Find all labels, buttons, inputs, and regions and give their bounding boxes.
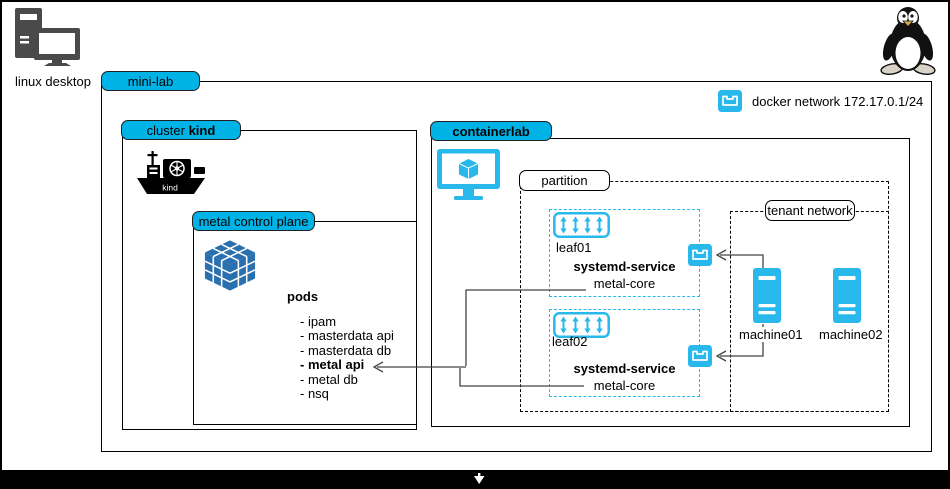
pods-list: - ipam - masterdata api - masterdata db … [300, 314, 394, 402]
containerlab-box [431, 138, 910, 427]
pod-item: - nsq [300, 386, 329, 402]
pod-item: - metal db [300, 371, 358, 387]
cube-icon [203, 239, 257, 292]
pod-item: - masterdata db [300, 342, 392, 358]
metal-control-plane-label: metal control plane [192, 211, 315, 231]
leaf01-name: leaf01 [556, 240, 592, 255]
tenant-network-label: tenant network [765, 200, 855, 221]
desktop-computer-icon [14, 8, 80, 66]
monitor-cube-icon [437, 149, 500, 200]
switch-icon [553, 212, 610, 238]
docker-network-icon [718, 90, 742, 112]
expand-arrow-glyph[interactable] [471, 472, 487, 486]
leaf01-service-name: metal-core [593, 276, 656, 291]
partition-label: partition [519, 170, 610, 191]
containerlab-label: containerlab [430, 121, 552, 141]
linux-desktop-label: linux desktop [15, 74, 91, 89]
kind-ship-icon [137, 147, 207, 197]
pod-item: - masterdata api [300, 328, 394, 344]
leaf02-service-title: systemd-service [573, 361, 676, 376]
cluster-label-prefix: cluster [146, 122, 189, 138]
leaf01-service-title: systemd-service [573, 259, 676, 274]
server-icon [753, 268, 781, 323]
mini-lab-box [101, 81, 932, 452]
leaf02-name: leaf02 [552, 334, 588, 349]
mini-lab-label: mini-lab [101, 71, 200, 91]
tux-penguin-icon [878, 5, 938, 75]
machine02-label: machine02 [817, 327, 883, 342]
machine01-label: machine01 [737, 327, 803, 342]
cluster-label-kind: kind [188, 122, 216, 138]
cluster-kind-label: cluster kind [121, 120, 241, 140]
docker-network-icon [688, 345, 712, 367]
leaf02-service-name: metal-core [593, 378, 656, 393]
pods-title: pods [287, 289, 319, 304]
server-icon [833, 268, 861, 323]
docker-network-icon [688, 244, 712, 266]
pod-item-metal-api: - metal api [300, 357, 365, 373]
bottom-bar [0, 470, 950, 489]
pod-item: - ipam [300, 314, 337, 329]
docker-network-label: docker network 172.17.0.1/24 [752, 94, 924, 109]
